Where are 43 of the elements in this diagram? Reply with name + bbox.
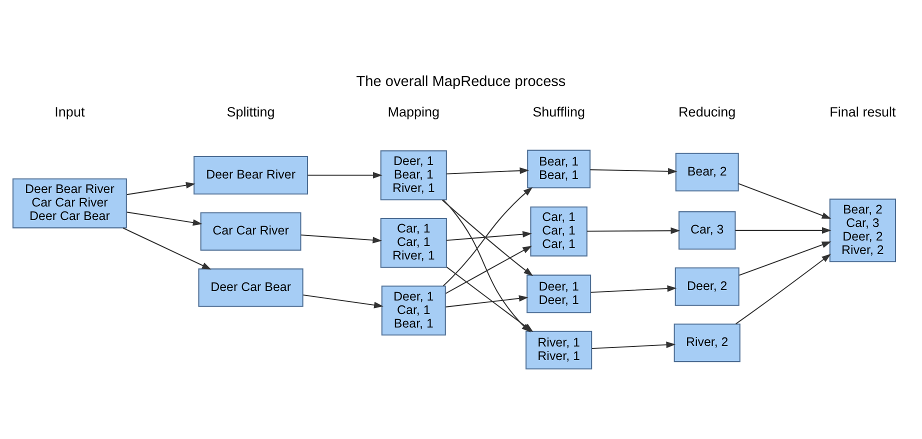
node-box: River, 1 River, 1 — [526, 330, 592, 370]
node-box: Deer Bear River Car Car River Deer Car Bear — [12, 178, 127, 228]
arrow — [442, 187, 533, 286]
node-box: Car, 1 Car, 1 Car, 1 — [530, 206, 588, 256]
arrow — [590, 168, 678, 175]
arrow — [739, 242, 832, 276]
node-box: Deer Car Bear — [198, 268, 304, 307]
diagram-title: The overall MapReduce process — [356, 74, 566, 90]
arrow — [735, 227, 832, 234]
node-box: Bear, 1 Bear, 1 — [527, 150, 591, 188]
node-box: Deer, 1 Car, 1 Bear, 1 — [381, 286, 446, 336]
node-box: Deer, 1 Bear, 1 River, 1 — [380, 150, 447, 200]
node-box: Deer Bear River — [194, 156, 308, 195]
arrow — [587, 227, 680, 234]
node-box: Car, 3 — [678, 211, 736, 250]
node-box: Bear, 2 — [675, 152, 739, 192]
node-box: Deer, 1 Deer, 1 — [526, 274, 592, 314]
arrow — [590, 285, 677, 293]
arrow — [592, 342, 676, 350]
node-box: River, 2 — [674, 324, 740, 362]
node-box: Car Car River — [200, 212, 302, 251]
arrow — [308, 172, 382, 179]
arrow — [122, 228, 212, 270]
arrow — [446, 167, 530, 174]
label: Reducing — [678, 104, 736, 120]
arrow — [446, 231, 532, 241]
node-box: Deer, 2 — [674, 267, 740, 306]
label: Final result — [830, 104, 896, 120]
arrow — [446, 295, 528, 308]
arrow — [300, 234, 382, 244]
arrow — [303, 294, 384, 308]
label: Input — [54, 104, 85, 120]
node-box: Car, 1 Car, 1 River, 1 — [380, 218, 447, 268]
arrow — [126, 212, 202, 226]
arrow — [442, 200, 534, 276]
arrow — [126, 182, 196, 196]
label: Mapping — [388, 104, 440, 120]
label: Shuffling — [532, 104, 586, 120]
label: Splitting — [226, 104, 275, 120]
arrow — [446, 246, 532, 294]
arrow — [735, 254, 832, 324]
arrow — [738, 183, 832, 219]
node-box: Bear, 2 Car, 3 Deer, 2 River, 2 — [829, 198, 896, 262]
